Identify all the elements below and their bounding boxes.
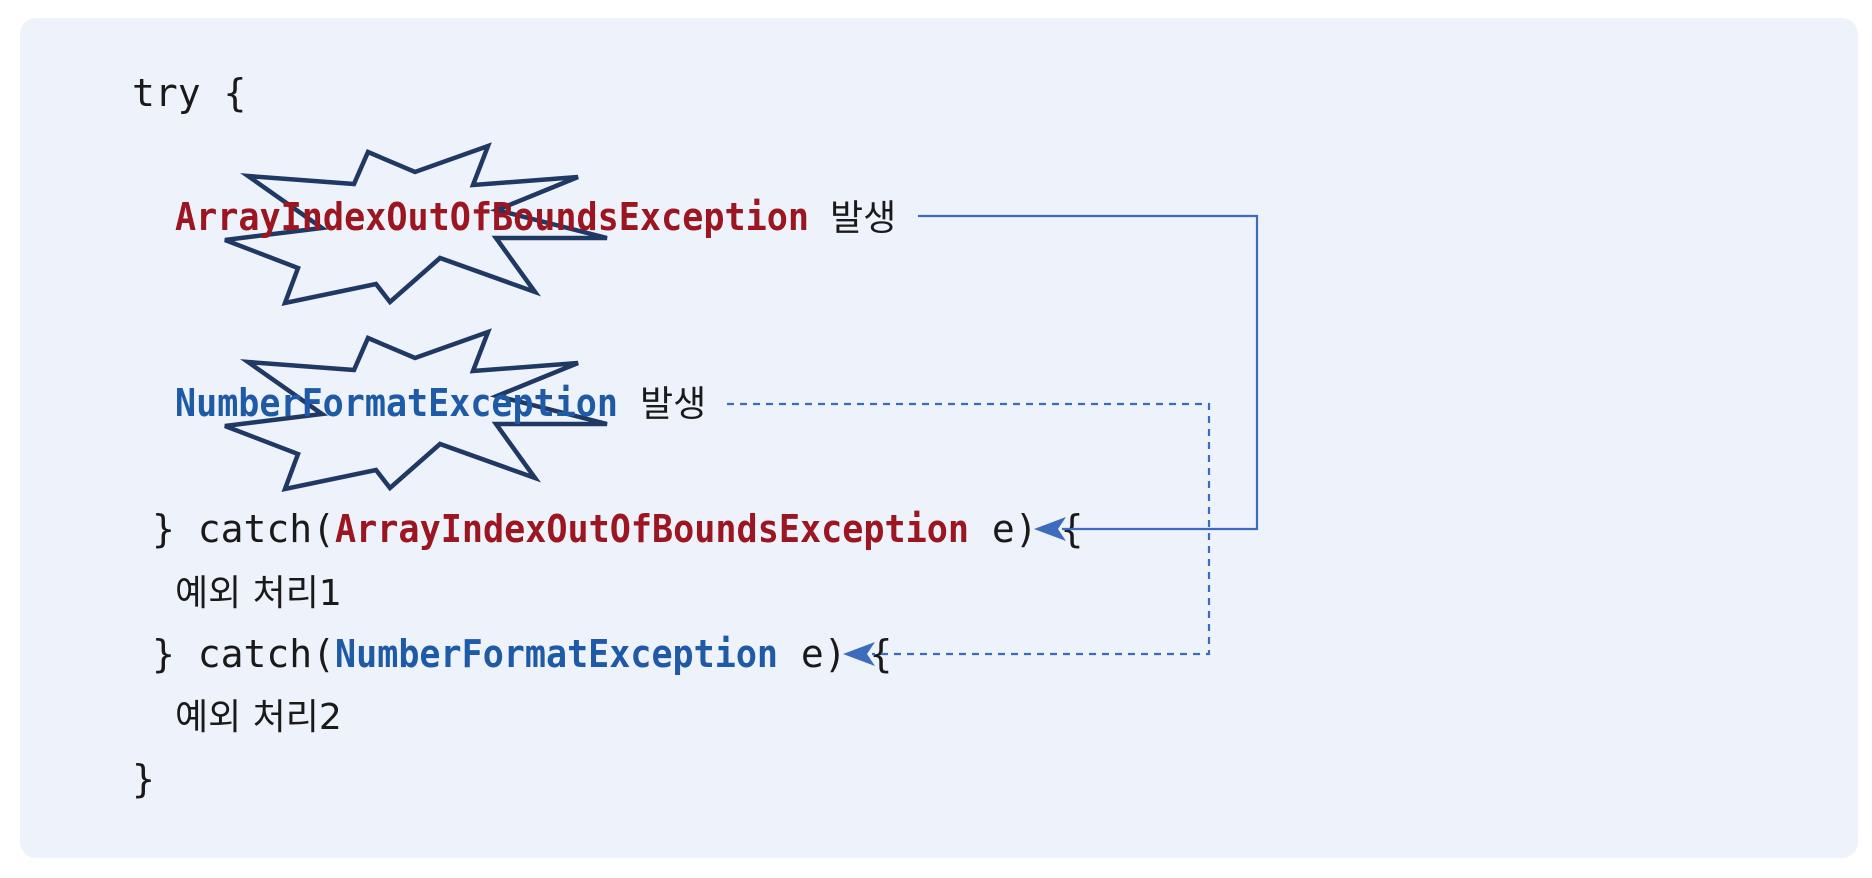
catch-prefix-2: } catch( bbox=[152, 632, 335, 676]
catch-prefix-1: } catch( bbox=[152, 507, 335, 551]
thrown-exception-number-format: NumberFormatException bbox=[175, 381, 618, 425]
try-line: try { bbox=[132, 71, 246, 115]
thrown-label-1: 발생 bbox=[830, 198, 896, 239]
thrown-exception-array-index: ArrayIndexOutOfBoundsException bbox=[175, 195, 809, 239]
catch-exception-array-index: ArrayIndexOutOfBoundsException bbox=[335, 507, 969, 551]
catch-exception-number-format: NumberFormatException bbox=[335, 632, 778, 676]
flow-arrowhead-1 bbox=[1034, 517, 1066, 541]
closing-brace: } bbox=[132, 757, 155, 801]
flow-arrow-1 bbox=[918, 214, 1259, 531]
handler-text-2: 예외 처리2 bbox=[175, 697, 342, 738]
catch-line-2: } catch(NumberFormatException e) { bbox=[132, 632, 904, 676]
catch-suffix-2: e) { bbox=[778, 632, 892, 676]
thrown-label-2: 발생 bbox=[640, 384, 706, 425]
catch-line-1: } catch(ArrayIndexOutOfBoundsException e… bbox=[132, 507, 1095, 551]
flow-arrow-2 bbox=[727, 402, 1211, 656]
code-panel bbox=[20, 18, 1858, 858]
explosion-burst-1 bbox=[224, 142, 608, 307]
explosion-burst-2 bbox=[224, 328, 608, 493]
flow-arrowhead-2 bbox=[843, 642, 875, 666]
handler-text-1: 예외 처리1 bbox=[175, 573, 342, 614]
